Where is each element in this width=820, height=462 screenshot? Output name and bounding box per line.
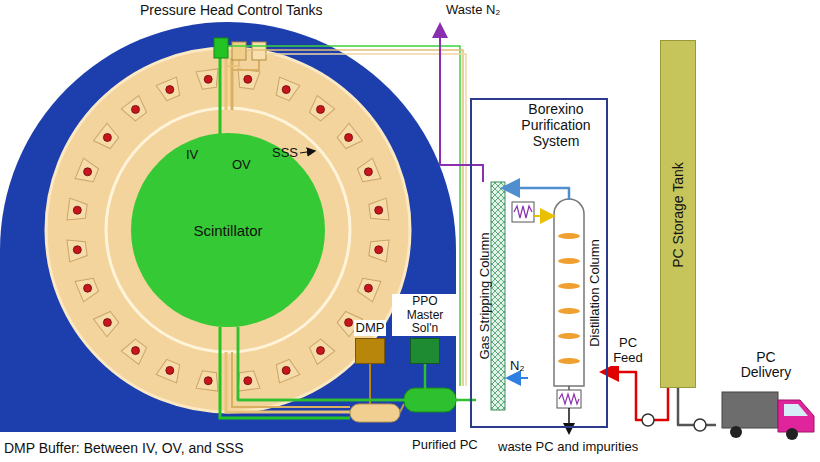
pmt-dot: [375, 246, 383, 254]
diagram-label: waste PC and impurities: [498, 440, 638, 455]
diagram-label: Purified PC: [412, 438, 478, 453]
delivery-truck: [722, 392, 814, 440]
pmt-housing: [356, 275, 381, 302]
pipe-connector: [238, 327, 476, 400]
pmt-housing: [236, 69, 260, 90]
pmt-dot: [282, 366, 290, 374]
pmt-housing: [196, 370, 220, 391]
waste-n2-line: [440, 26, 483, 182]
pmt-housing: [368, 238, 389, 262]
pmt-dot: [84, 284, 92, 292]
pmt-housing: [306, 337, 334, 365]
column-label: Gas Stripping Column: [476, 232, 491, 359]
pc-delivery-truck: PC Delivery: [716, 350, 818, 446]
column-label: Distillation Column: [587, 239, 602, 347]
pmt-housing: [67, 238, 88, 262]
photomultiplier-ring: [67, 69, 389, 391]
pmt-housing: [156, 77, 183, 102]
pmt-dot: [204, 377, 212, 385]
bottom-pipes: [220, 327, 456, 422]
truck-label: PC Delivery: [734, 350, 798, 381]
pmt-dot: [317, 347, 325, 355]
pmt-dot: [244, 75, 252, 83]
vessel-label: Scintillator: [193, 222, 262, 239]
pipe-connector: [604, 372, 668, 420]
pmt-dot: [364, 284, 372, 292]
pmt-dot: [132, 347, 140, 355]
outer-vessel: [106, 108, 350, 352]
pmt-housing: [121, 337, 149, 365]
pmt-dot: [103, 319, 111, 327]
pmt-dot: [103, 134, 111, 142]
system-heading: Borexino Purification System: [510, 101, 602, 149]
pmt-housing: [94, 123, 122, 151]
scintillator-vessel: Scintillator: [131, 133, 325, 327]
diagram-label: IV: [186, 148, 198, 163]
pump-symbol: [694, 419, 706, 431]
pmt-housing: [306, 96, 334, 124]
waste-outlet-arrow: [568, 408, 570, 432]
pmt-dot: [282, 86, 290, 94]
pipe-connector: [238, 327, 425, 400]
gas-stripping-column: Gas Stripping Column: [476, 182, 505, 410]
diagram-label: N₂: [510, 359, 524, 374]
pmt-housing: [67, 198, 88, 222]
pmt-housing: [356, 158, 381, 185]
tank-body: [355, 338, 385, 364]
distillation-column-body: [512, 199, 584, 408]
diagram-label: Pressure Head Control Tanks: [140, 2, 323, 18]
pc-storage-tank: PC Storage Tank: [660, 40, 696, 388]
pmt-dot: [166, 86, 174, 94]
pmt-housing: [236, 370, 260, 391]
tank-body: [410, 338, 440, 364]
pmt-housing: [156, 358, 183, 383]
tank-label: PPO Master Sol'n: [392, 294, 458, 336]
pmt-dot: [73, 206, 81, 214]
pmt-dot: [345, 134, 353, 142]
water-tank-dome: [0, 22, 456, 432]
purification-system: Borexino Purification SystemGas Strippin…: [470, 98, 608, 428]
pmt-dot: [166, 366, 174, 374]
pipe-label: PC Feed: [608, 336, 648, 366]
column-label: PC Storage Tank: [670, 162, 686, 268]
ppo-tank: PPO Master Sol'n: [392, 290, 458, 364]
pmt-housing: [196, 69, 220, 90]
pmt-dot: [317, 105, 325, 113]
pmt-housing: [335, 123, 363, 151]
pump-symbol: [642, 414, 654, 426]
diagram-label: SSS: [272, 146, 298, 161]
pmt-housing: [273, 358, 300, 383]
pmt-housing: [94, 308, 122, 336]
pmt-housing: [75, 158, 100, 185]
pmt-dot: [375, 206, 383, 214]
dmp-tank: DMP: [348, 318, 392, 364]
pmt-dot: [204, 75, 212, 83]
distillation-column: Distillation Column: [554, 200, 604, 386]
pmt-housing: [121, 96, 149, 124]
stainless-steel-sphere: [46, 48, 410, 412]
pmt-housing: [368, 198, 389, 222]
pmt-dot: [345, 319, 353, 327]
n2-inlet-arrow: [509, 377, 528, 379]
diagram-label: Waste N₂: [446, 3, 500, 18]
pmt-dot: [73, 246, 81, 254]
diagram-label: DMP Buffer: Between IV, OV, and SSS: [4, 440, 244, 456]
pmt-dot: [244, 377, 252, 385]
pmt-dot: [364, 168, 372, 176]
pmt-dot: [84, 168, 92, 176]
tank-label: DMP: [354, 320, 387, 336]
stripping-packing: [491, 182, 505, 410]
pmt-housing: [75, 275, 100, 302]
pmt-dot: [132, 105, 140, 113]
pipe-connector: [505, 188, 569, 200]
diagram-label: OV: [232, 158, 251, 173]
pmt-housing: [273, 77, 300, 102]
